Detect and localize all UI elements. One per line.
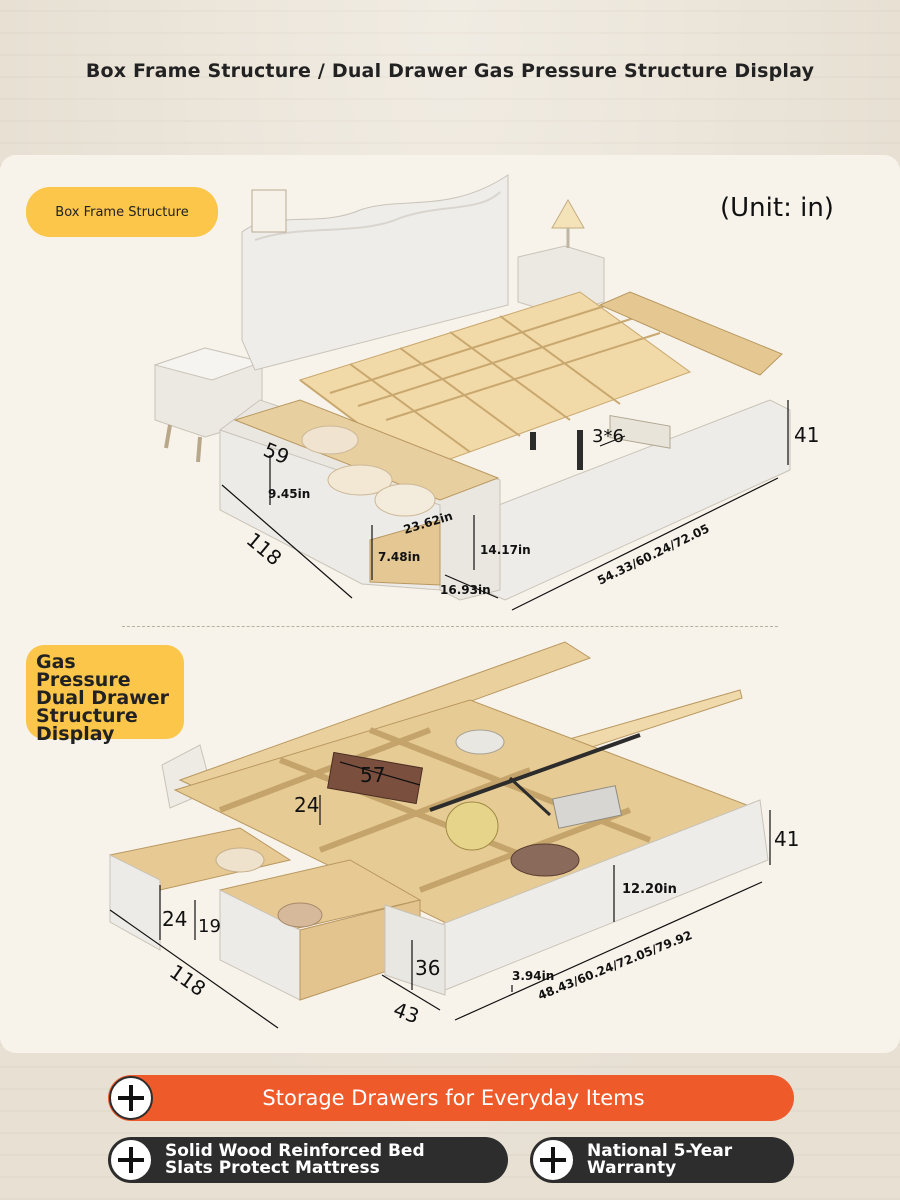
dim-drawer-width-2: 43 bbox=[390, 997, 422, 1028]
dim-compartment-height: 24 bbox=[294, 793, 319, 817]
plus-icon bbox=[109, 1138, 153, 1182]
dim-inner-height: 12.20in bbox=[622, 882, 677, 897]
dim-bed-height-2: 41 bbox=[774, 827, 799, 851]
dim-compartment-width: 57 bbox=[360, 763, 385, 787]
dim-drawer-depth-2: 36 bbox=[415, 956, 440, 980]
dim-length-2: 118 bbox=[165, 959, 210, 1001]
box-frame-bed-illustration: 59 118 9.45in 23.62in 7.48in 14.17in 16.… bbox=[153, 174, 819, 611]
section-divider bbox=[122, 626, 778, 627]
feature-bed-slats: Solid Wood Reinforced Bed Slats Protect … bbox=[108, 1137, 508, 1183]
feature-label: Solid Wood Reinforced Bed Slats Protect … bbox=[165, 1141, 425, 1178]
section2-badge: Gas Pressure Dual Drawer Structure Displ… bbox=[26, 645, 184, 744]
plus-icon bbox=[531, 1138, 575, 1182]
gas-pressure-bed-illustration: 57 24 41 12.20in 24 19 36 118 43 3.94in … bbox=[108, 641, 799, 1029]
dim-drawer-height: 24 bbox=[162, 907, 187, 931]
dim-drawer-inner-height-2: 19 bbox=[198, 916, 221, 937]
feature-warranty: National 5-Year Warranty bbox=[530, 1137, 794, 1183]
section1-badge: Box Frame Structure bbox=[26, 187, 218, 237]
plus-icon bbox=[109, 1076, 153, 1120]
dim-bed-height-1: 41 bbox=[794, 423, 819, 447]
dim-drawer-inner-height: 9.45in bbox=[268, 487, 310, 501]
feature-storage-drawers: Storage Drawers for Everyday Items bbox=[108, 1075, 794, 1121]
dim-slat: 3*6 bbox=[592, 426, 624, 447]
dim-drawer-front-width: 16.93in bbox=[440, 583, 491, 597]
dim-side-height: 14.17in bbox=[480, 543, 531, 557]
dim-drawer-front-height: 7.48in bbox=[378, 550, 420, 564]
feature-label: Storage Drawers for Everyday Items bbox=[262, 1086, 645, 1110]
unit-label: (Unit: in) bbox=[720, 193, 834, 223]
dim-clearance: 3.94in bbox=[512, 969, 554, 983]
page-title: Box Frame Structure / Dual Drawer Gas Pr… bbox=[85, 60, 815, 82]
feature-label: National 5-Year Warranty bbox=[587, 1141, 733, 1178]
